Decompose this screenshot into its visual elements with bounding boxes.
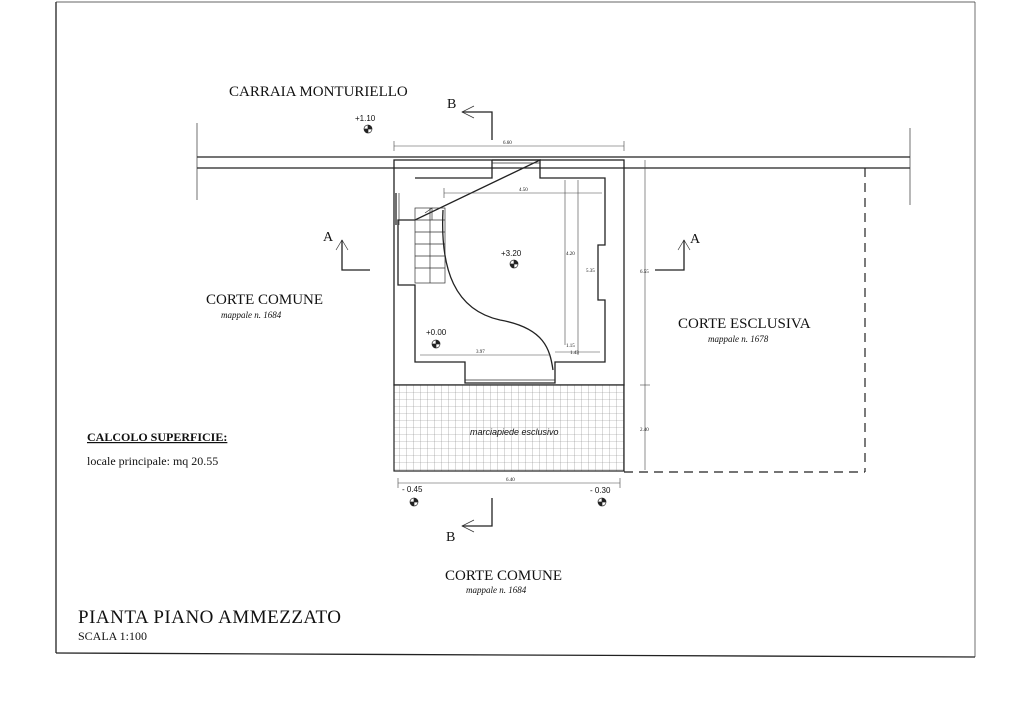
marciapiede-label: marciapiede esclusivo [470,427,559,437]
corte-comune-left-mappale: mappale n. 1684 [221,310,282,320]
dim-inner-width: 4.50 [519,188,528,193]
drawing-frame [55,1,976,658]
elevation-bottom-left: - 0.45 [402,485,423,494]
dim-top-width: 6.60 [503,141,512,146]
dim-marciapiede-depth: 2.40 [640,428,649,433]
dim-small-1: 1.15 [566,344,575,349]
mezzanine-edge [441,209,554,371]
dim-small-2: 1.43 [570,351,579,356]
plan-title: PIANTA PIANO AMMEZZATO [78,607,342,628]
elevation-upper-floor: +3.20 [501,249,522,258]
section-label-b-bottom: B [446,530,455,545]
calcolo-heading: CALCOLO SUPERFICIE: [87,430,227,444]
staircase [414,207,446,284]
section-markers [335,105,691,533]
section-label-a-left: A [323,230,334,245]
corte-comune-bottom-mappale: mappale n. 1684 [466,585,527,595]
elevation-ground: +0.00 [426,328,447,337]
elevation-road: +1.10 [355,114,376,123]
corte-esclusiva-mappale: mappale n. 1678 [708,334,769,344]
dim-bottom-width: 6.40 [506,478,515,483]
corte-comune-left-name: CORTE COMUNE [206,292,323,308]
calcolo-line: locale principale: mq 20.55 [87,454,218,468]
dim-outer-height: 6.55 [640,270,649,275]
dim-inner-height: 4.20 [566,252,575,257]
dim-width-3: 3.97 [476,350,485,355]
elevation-bottom-right: - 0.30 [590,486,611,495]
road-name: CARRAIA MONTURIELLO [229,84,408,100]
plan-scale: SCALA 1:100 [78,629,147,643]
corte-esclusiva-name: CORTE ESCLUSIVA [678,316,811,332]
corte-comune-bottom-name: CORTE COMUNE [445,568,562,584]
building-walls [393,158,625,386]
dim-total-height: 5.35 [586,269,595,274]
section-label-a-right: A [690,232,701,247]
marciapiede-area [393,384,625,472]
elevation-symbols [363,124,607,507]
road-boundary [196,123,911,205]
dimension-lines [393,141,650,488]
section-label-b-top: B [447,97,456,112]
corte-esclusiva-boundary [624,168,866,473]
